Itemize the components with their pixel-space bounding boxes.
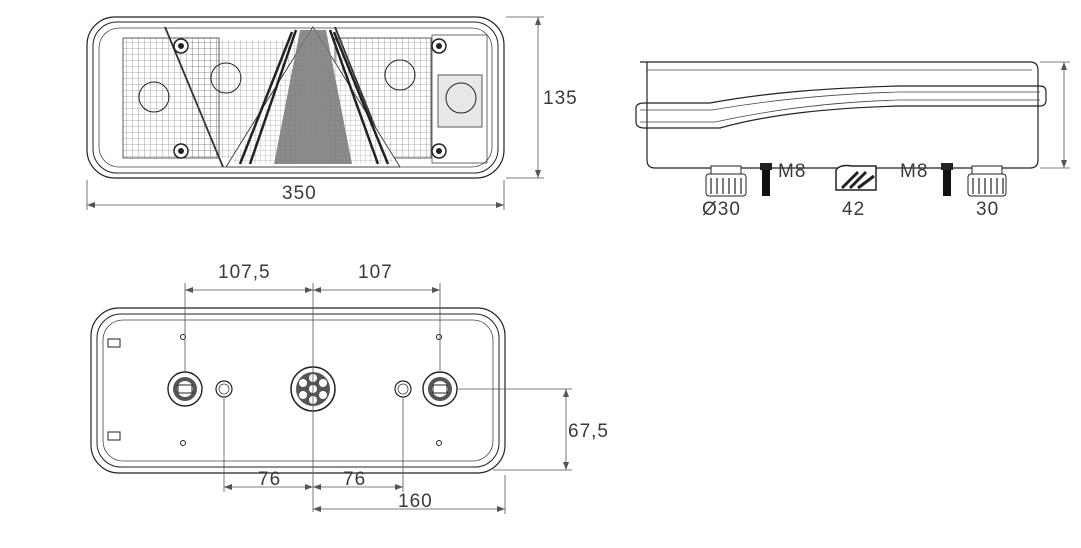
front-view: 350 135 xyxy=(86,16,578,210)
dim-right-spacing: 76 xyxy=(343,469,366,490)
dim-height: 135 xyxy=(543,88,578,109)
label-thread-right: M8 xyxy=(900,161,928,182)
screw-icon xyxy=(173,38,447,159)
rear-view: 107,5 107 76 76 160 67,5 xyxy=(90,262,609,514)
dim-left-offset: 107,5 xyxy=(218,262,271,283)
socket-right xyxy=(422,371,458,407)
dim-vertical-offset: 67,5 xyxy=(568,421,609,442)
dim-right-offset: 107 xyxy=(358,262,393,283)
connector-center xyxy=(835,164,877,191)
label-connector-right: 30 xyxy=(976,199,999,220)
dim-left-spacing: 76 xyxy=(258,469,281,490)
label-connector-center: 42 xyxy=(842,199,865,220)
bolt-left xyxy=(760,163,772,196)
socket-left xyxy=(167,371,203,407)
connector-right xyxy=(967,165,1007,197)
bolt-right xyxy=(941,163,953,196)
connector-left xyxy=(705,165,747,197)
dim-bottom-span: 160 xyxy=(398,491,433,512)
label-thread-left: M8 xyxy=(778,161,806,182)
label-connector-left: Ø30 xyxy=(702,199,741,220)
side-view: M8 M8 Ø30 42 30 xyxy=(635,61,1070,220)
dim-width: 350 xyxy=(282,183,317,204)
